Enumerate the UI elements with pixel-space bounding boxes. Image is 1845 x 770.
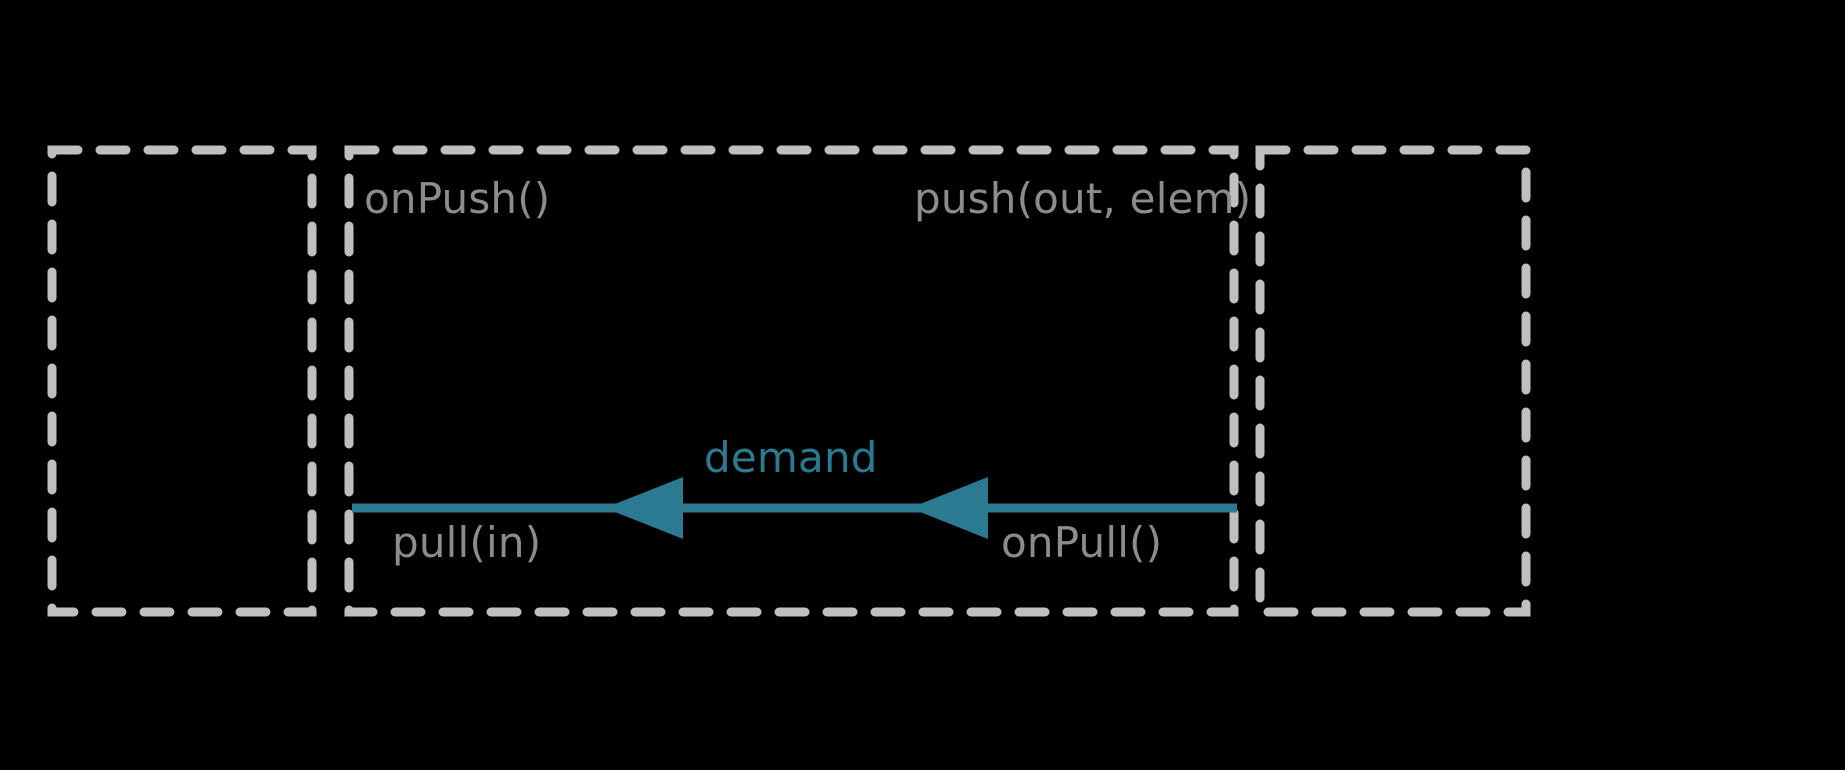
demand-label: demand <box>704 433 878 482</box>
upstream-stage-box <box>47 145 317 617</box>
downstream-stage-box <box>1255 145 1531 617</box>
on-pull-label: onPull() <box>1001 518 1163 567</box>
current-stage-box <box>344 145 1239 617</box>
on-push-label: onPush() <box>364 174 551 223</box>
pull-in-label: pull(in) <box>392 518 542 567</box>
push-out-elem-label: push(out, elem) <box>914 174 1252 223</box>
